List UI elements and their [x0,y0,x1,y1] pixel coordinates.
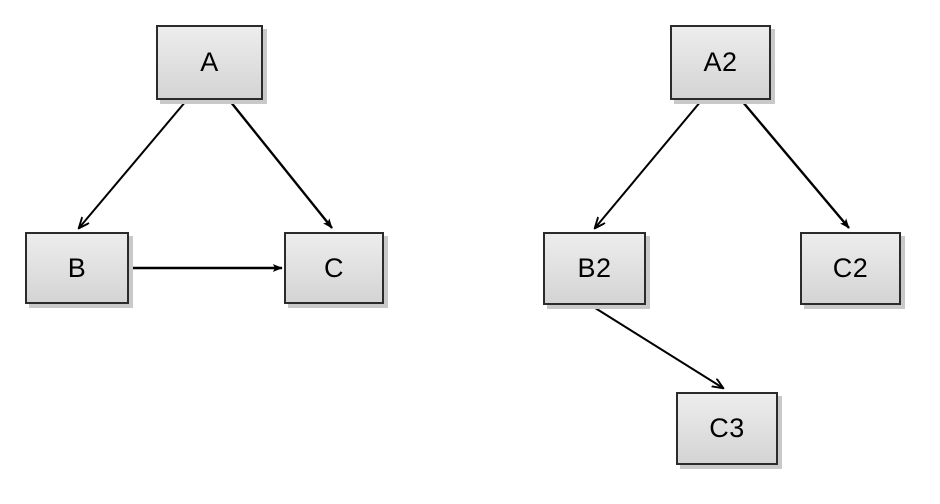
edge-b2-to-c3[interactable] [591,305,723,388]
node-a[interactable]: A [156,25,263,100]
edge-a-to-c[interactable] [229,100,333,229]
node-label-c: C [324,252,344,283]
node-b2[interactable]: B2 [543,232,646,305]
node-c3[interactable]: C3 [676,392,778,465]
node-c[interactable]: C [284,232,384,304]
edge-a-to-b[interactable] [79,100,187,228]
edge-a2-to-b2[interactable] [595,100,702,228]
node-b[interactable]: B [25,232,129,304]
edge-a2-to-c2[interactable] [741,100,850,229]
node-label-c2: C2 [832,253,869,283]
node-c2[interactable]: C2 [800,232,901,305]
node-a2[interactable]: A2 [670,25,771,100]
node-label-a2: A2 [703,47,738,77]
node-label-a: A [200,47,219,77]
node-label-b: B [67,252,87,283]
node-label-b2: B2 [577,253,612,283]
node-label-c3: C3 [709,413,745,443]
